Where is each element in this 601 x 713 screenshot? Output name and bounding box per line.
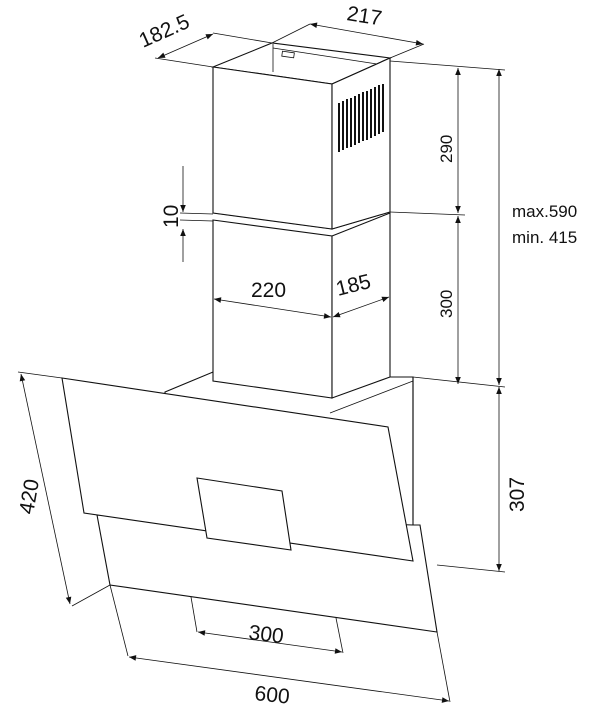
canopy-trim	[329, 380, 414, 414]
dim-lower-chimney-height: 300	[437, 290, 456, 318]
upper-chimney	[210, 42, 393, 230]
mounting-bracket	[272, 47, 378, 65]
dim-chimney-width-top: 217	[345, 2, 383, 30]
upper-chimney-front	[212, 66, 333, 230]
dim-canopy-height: 307	[506, 477, 529, 512]
upper-chimney-side	[331, 57, 391, 230]
dim-control-width: 300	[247, 621, 285, 648]
lower-chimney-side	[331, 212, 391, 399]
glass-front	[61, 377, 414, 562]
dim-upper-chimney-height: 290	[437, 135, 456, 163]
lower-chimney	[212, 211, 391, 399]
dim-total-min: min. 415	[512, 228, 577, 247]
dim-overlap: 10	[160, 205, 183, 228]
control-pad	[196, 477, 292, 551]
dimension-lines	[17, 22, 506, 703]
dim-hood-width: 600	[253, 682, 290, 709]
dim-total-max: max.590	[512, 202, 577, 221]
lower-chimney-front	[212, 219, 333, 399]
bracket-slot	[281, 50, 295, 59]
vent-slots	[338, 84, 384, 152]
dim-glass-depth: 420	[15, 477, 44, 516]
dim-lower-chimney-width: 220	[251, 279, 286, 302]
